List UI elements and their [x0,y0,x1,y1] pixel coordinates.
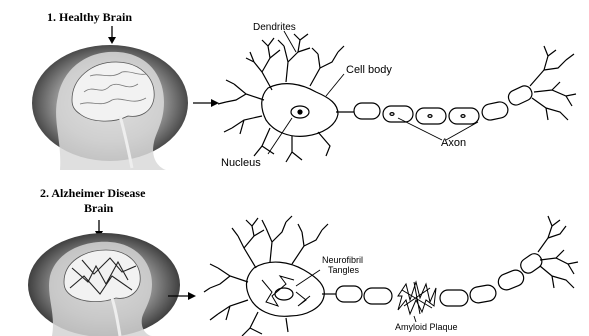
axon-label: Axon [441,137,466,149]
alzheimer-head-icon [28,233,180,336]
tangles-label-line2: Tangles [328,265,359,275]
healthy-head-icon [32,45,188,170]
healthy-neuron [218,31,576,162]
alzheimer-title-line1: 2. Alzheimer Disease [40,186,145,201]
alzheimer-title-line2: Brain [84,201,113,216]
alzheimer-neuron [204,216,578,336]
dendrites-label: Dendrites [253,22,296,33]
nucleus-label: Nucleus [221,157,261,169]
right-arrow-icon [193,99,219,107]
cell-body-label: Cell body [346,64,392,76]
down-arrow-icon [108,26,116,44]
healthy-brain-title: 1. Healthy Brain [47,10,132,25]
amyloid-plaque-label: Amyloid Plaque [395,322,458,332]
tangles-label-line1: Neurofibril [322,255,363,265]
